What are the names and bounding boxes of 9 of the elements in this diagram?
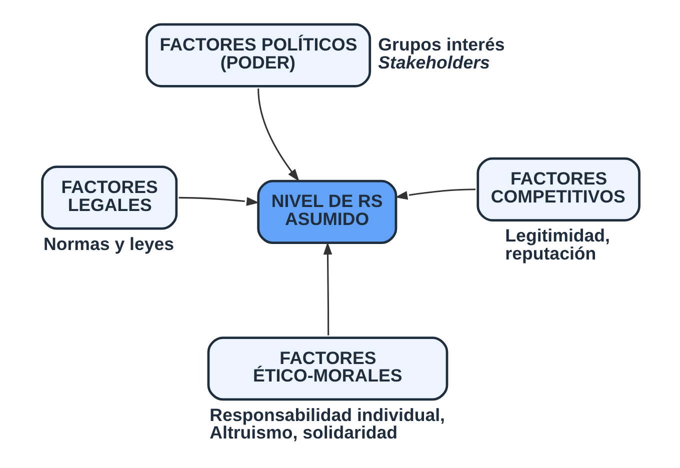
node-label: Normas y leyes <box>42 233 174 254</box>
arrow <box>322 241 332 335</box>
node-label: Grupos interés <box>378 34 504 54</box>
node-label: Legitimidad, reputación <box>504 225 610 263</box>
arrow <box>394 188 476 200</box>
node-label: Responsabilidad individual, Altruismo, solidaridad <box>209 404 445 442</box>
arrow <box>257 88 299 182</box>
node-label: Stakeholders <box>378 52 490 72</box>
arrow <box>178 196 259 206</box>
